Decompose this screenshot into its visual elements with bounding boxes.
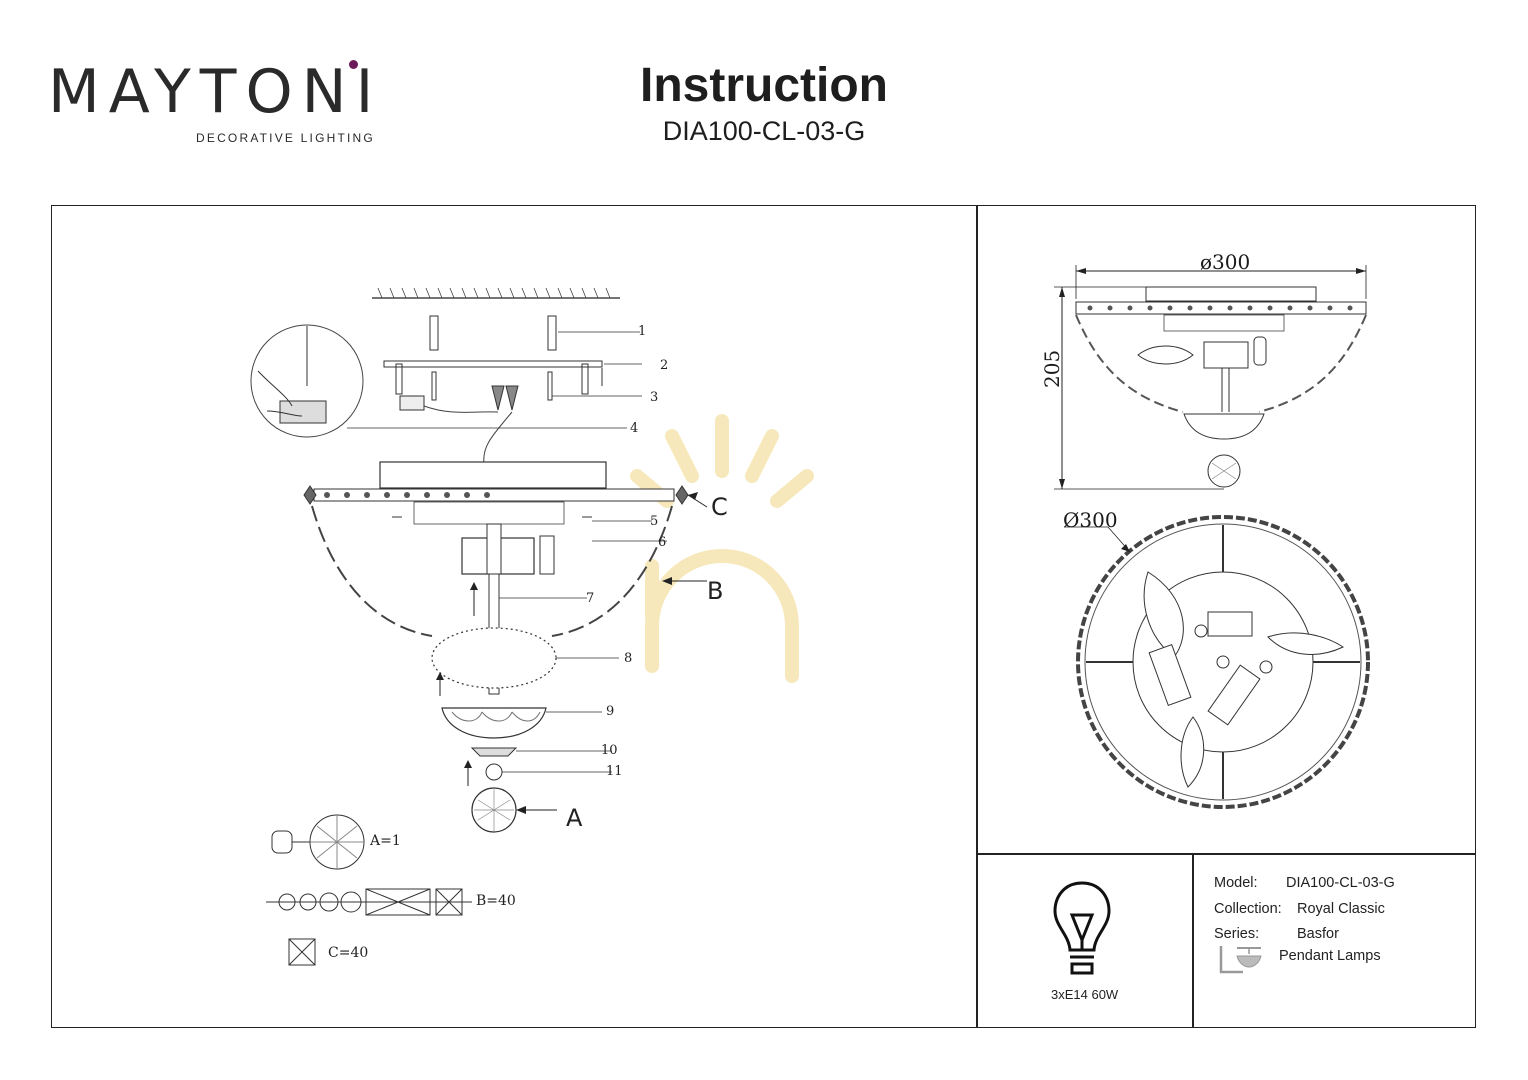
legend-a-text: A=1 [370,833,401,849]
glass-bowl [441,707,547,739]
crystal-chain [311,505,673,637]
dimension-width: ø300 [1200,250,1251,274]
dimension-drawing [1054,265,1370,809]
legend-b-text: B=40 [476,893,516,909]
legend-crystal-b [266,888,472,916]
part-label-8: 8 [624,651,633,666]
bulb-icon [1053,881,1111,975]
series-value: Basfor [1297,926,1339,942]
part-label-11: 11 [606,764,623,779]
collection-label: Collection: [1214,901,1282,917]
finial-cap [470,747,518,757]
legend-crystal-a [271,814,365,870]
part-label-2: 2 [660,358,669,373]
instruction-frame [51,205,1476,1028]
frame-divider-horizontal [976,853,1476,855]
model-code-heading: DIA100-CL-03-G [662,116,866,146]
wiring-detail-circle [250,324,364,438]
dowel-left [429,315,439,351]
decorative-plate [431,627,557,689]
series-label: Series: [1214,926,1260,942]
part-label-3: 3 [650,390,659,405]
dowel-right [547,315,557,351]
group-label-a: A [566,804,583,832]
dimension-height: 205 [1040,349,1064,388]
bulb-spec: 3xE14 60W [1051,987,1119,1002]
brand-logo: MAYTONI [48,57,383,127]
collection-value: Royal Classic [1297,901,1385,917]
brand-tagline: DECORATIVE LIGHTING [196,131,375,145]
plan-view [1064,515,1370,809]
part-label-7: 7 [586,591,595,606]
part-label-6: 6 [658,535,667,550]
group-label-b: B [707,577,724,605]
model-value: DIA100-CL-03-G [1286,875,1395,891]
finial-ball [485,763,503,781]
mounting-bracket [383,360,603,368]
part-label-4: 4 [630,421,639,436]
model-label: Model: [1214,875,1258,891]
page-title: Instruction [640,59,888,112]
type-value: Pendant Lamps [1279,948,1381,964]
part-label-9: 9 [606,704,615,719]
part-label-10: 10 [601,743,618,758]
pendant-lamp-icon [1219,946,1262,974]
frame-divider-vertical [976,205,978,1028]
canopy [379,461,607,489]
part-label-1: 1 [638,324,647,339]
logo-dot-icon [349,60,358,69]
assembly-diagram [250,287,814,966]
legend-c-text: C=40 [328,945,369,961]
spec-divider [1192,853,1194,1028]
legend-crystal-c [288,938,316,966]
side-view [1054,265,1367,490]
crystal-rim [303,485,689,505]
dimension-diameter: Ø300 [1063,508,1118,532]
part-label-5: 5 [650,514,659,529]
group-label-c: C [711,493,728,521]
